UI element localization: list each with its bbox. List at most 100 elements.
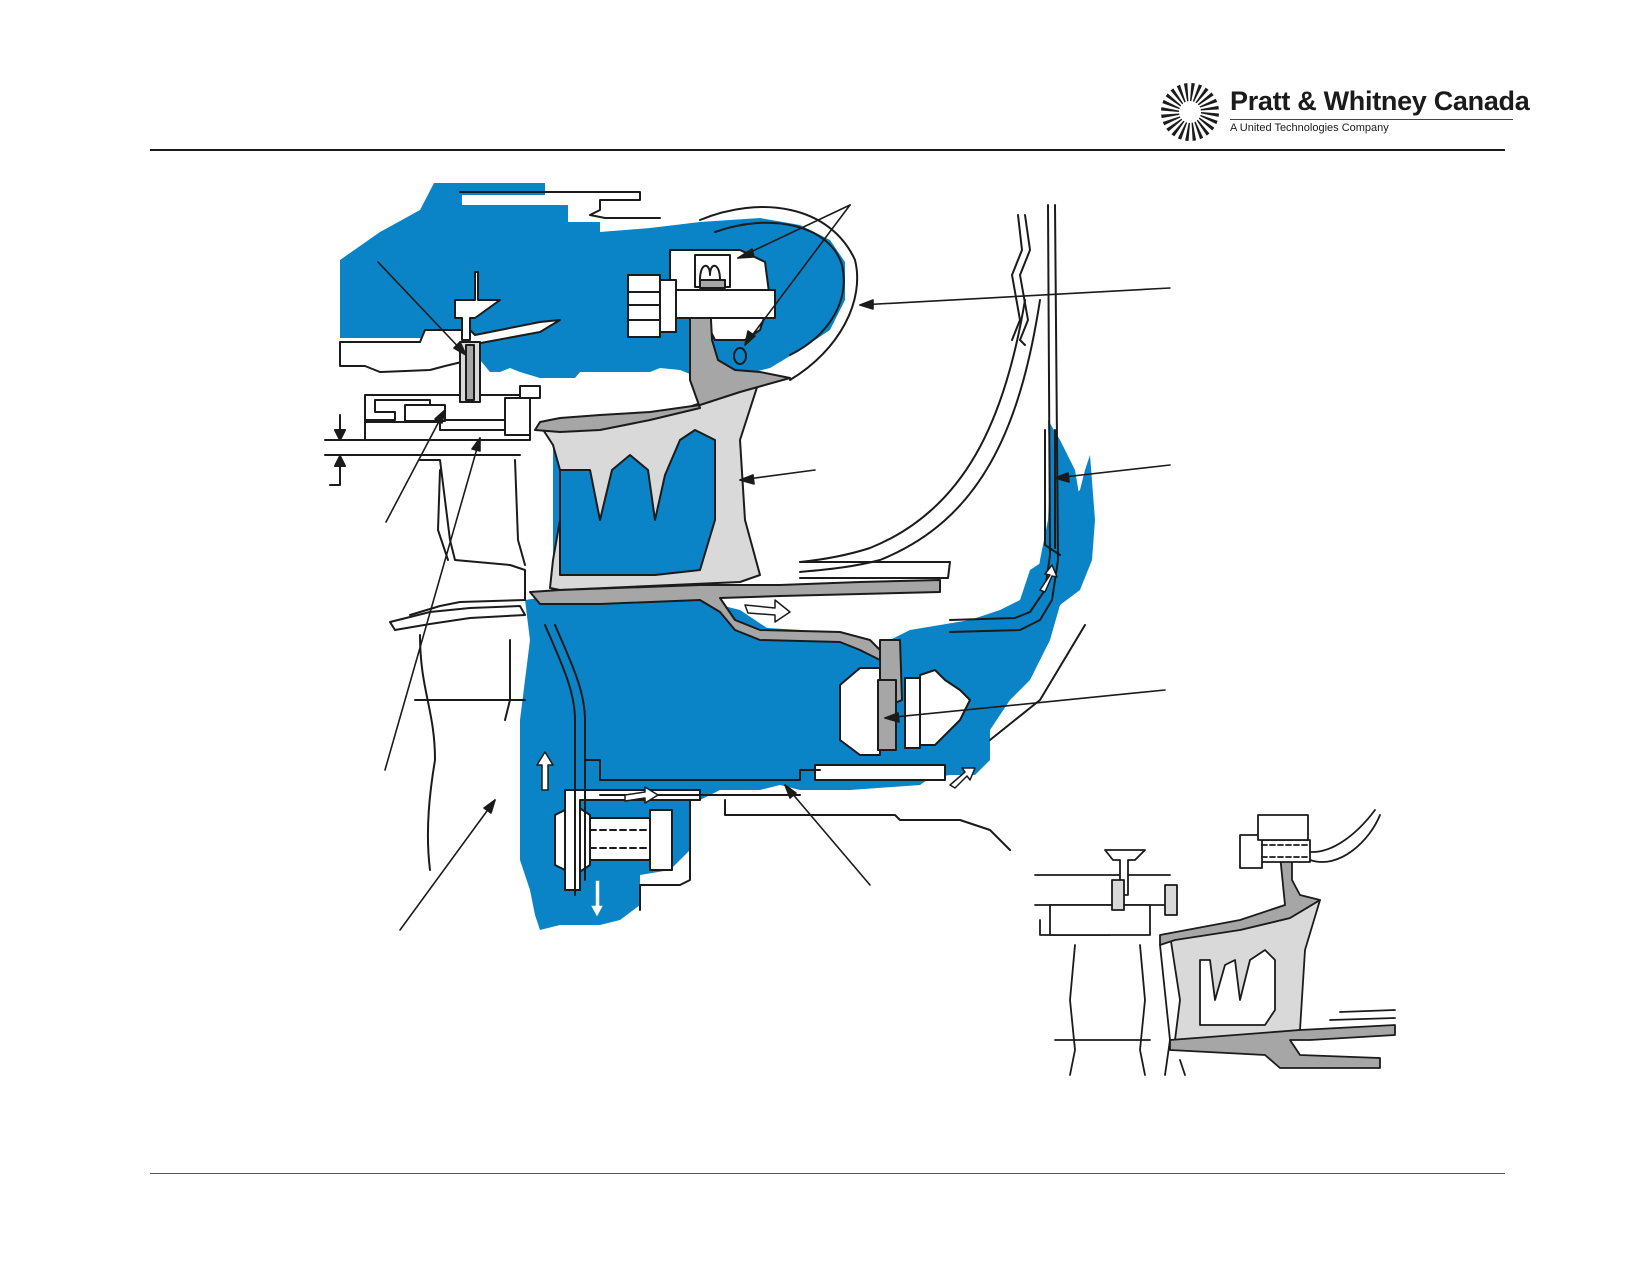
rim-bolt-shank-dash: [589, 829, 651, 849]
seal-wire: [733, 347, 747, 365]
rim-bolt-plate: [564, 789, 701, 891]
logo-ray: [1183, 83, 1189, 102]
seal-spring: [699, 264, 721, 281]
pwc-rotor-logo-icon: [1161, 83, 1219, 141]
leader-vane: [739, 469, 816, 485]
rim-edge-outer: [544, 624, 576, 896]
logo-ray: [1199, 98, 1218, 108]
logo-ray: [1162, 116, 1181, 126]
shroud-bolt: [627, 254, 776, 365]
blade-root-left: [437, 469, 449, 561]
seal-spring-base: [699, 279, 726, 289]
seal-cover-right: [504, 397, 531, 436]
flow-arrows: [536, 564, 1058, 919]
leader-seal-land: [385, 409, 446, 523]
flow-arrow-down: [589, 879, 605, 919]
logo-ray: [1170, 88, 1184, 105]
logo-ray: [1191, 122, 1197, 141]
leader-seal-wire: [744, 204, 851, 346]
flow-arrow-bolt: [624, 786, 659, 804]
logo-ray: [1166, 118, 1183, 132]
flow-arrow-platform: [744, 599, 791, 623]
disc-bolt-washer: [904, 677, 921, 749]
inset-bolt-dash: [1261, 844, 1311, 858]
bolt-nut-facets: [627, 291, 661, 321]
right-frame-mid: [1019, 214, 1031, 346]
dimension-arrowhead-top: [334, 429, 346, 441]
right-frame-inner: [949, 204, 1051, 621]
logo-ray: [1162, 99, 1180, 110]
leader-seal-spring: [737, 204, 851, 259]
rim-bolt-shank: [589, 817, 651, 861]
blade-root-right: [514, 459, 526, 566]
footer-rule: [150, 1173, 1505, 1174]
rim-bolt-nut: [649, 809, 673, 871]
inner-platform-band: [529, 579, 941, 661]
outer-shroud-curve: [699, 206, 859, 381]
inset-platform: [1169, 1024, 1396, 1069]
right-seal-step: [1044, 429, 1061, 556]
dimension-arrow-bottom: [329, 459, 341, 486]
exhaust-curve-outer: [799, 299, 1041, 573]
structure-outlines: [389, 191, 1086, 911]
logo-ray: [1198, 117, 1215, 131]
outer-shroud-curve-inner: [714, 221, 845, 356]
inset-outer-shroud: [1299, 809, 1381, 863]
inset-diagram: [1034, 809, 1396, 1076]
inset-t-platform: [1104, 849, 1146, 896]
logo-ray: [1200, 112, 1219, 117]
leader-seal-pin: [377, 261, 467, 356]
right-frame-mid-2: [1011, 214, 1023, 341]
stator-vane-outline: [409, 459, 526, 616]
inset-rotor-blade: [1054, 944, 1186, 1076]
inset-exhaust-lines: [1329, 1009, 1396, 1021]
leader-outer-shroud: [859, 287, 1171, 310]
rotor-blade-outline: [389, 605, 526, 631]
disc-bolt-head: [839, 667, 881, 756]
leader-disc-bolt: [884, 689, 1166, 723]
logo-ray: [1194, 121, 1204, 140]
vane-outer-stem: [534, 299, 791, 433]
disc-bolt-flange: [814, 764, 946, 781]
disc-inner-void: [545, 600, 860, 770]
vane-airfoil: [539, 377, 761, 591]
lower-frame: [724, 799, 1011, 851]
exhaust-curve-inner: [799, 299, 1026, 563]
brand-divider: [1230, 119, 1513, 120]
inset-bolt-box: [1257, 814, 1309, 841]
company-name: Pratt & Whitney Canada: [1230, 86, 1530, 116]
logo-ray: [1161, 113, 1180, 119]
inset-bolt: [1239, 834, 1311, 869]
logo-ray: [1200, 114, 1218, 125]
logo-ray: [1192, 84, 1203, 102]
rim-step: [584, 759, 821, 781]
outer-case-line: [459, 191, 661, 219]
rim-bolt: [554, 789, 701, 891]
brand-block: Pratt & Whitney Canada A United Technolo…: [1160, 82, 1530, 142]
leader-rotor-blade: [399, 799, 496, 931]
logo-ray: [1177, 122, 1188, 140]
vane-t-platform: [454, 271, 501, 341]
header-rule: [150, 149, 1505, 151]
exhaust-strut: [799, 561, 951, 579]
flow-arrow-left-up: [536, 751, 554, 791]
inset-vane-wave: [1199, 949, 1276, 1026]
rim-edge-inner: [554, 624, 586, 881]
logo-ray: [1196, 119, 1210, 136]
logo-ray: [1176, 84, 1186, 103]
vane-dovetail-wave: [559, 429, 716, 576]
rotor-blade-trailing-edge: [504, 639, 511, 721]
flow-arrow-right: [1039, 564, 1058, 593]
flow-arrow-bottom-right: [949, 767, 976, 789]
lower-frame-2: [639, 799, 691, 911]
logo-ray: [1185, 122, 1190, 141]
inset-seal-box: [1049, 904, 1151, 936]
company-subtitle: A United Technologies Company: [1230, 122, 1389, 134]
logo-ray: [1165, 93, 1182, 107]
seal-pin: [465, 344, 475, 401]
bolt-washer: [659, 279, 677, 333]
leader-right-frame: [1054, 464, 1171, 483]
logo-ray: [1161, 107, 1180, 112]
